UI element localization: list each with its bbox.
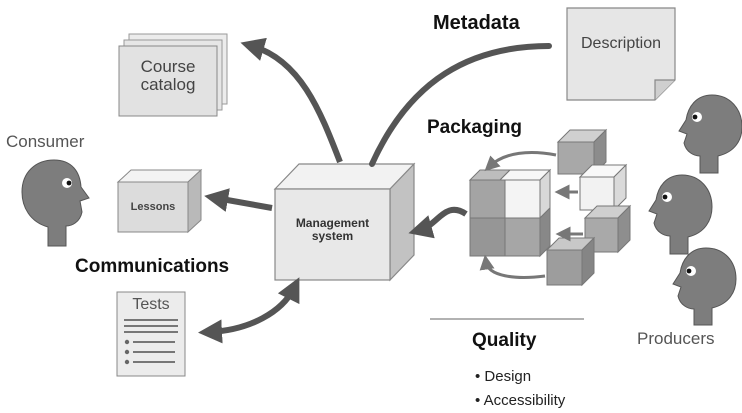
component-arrow (484, 151, 557, 172)
quality-item-design: • Design (475, 368, 532, 385)
metadata-arrow (369, 43, 552, 167)
description-document (566, 7, 676, 101)
management-system-box (273, 162, 416, 282)
lessons-box (116, 168, 203, 234)
communications-label: Communications (75, 256, 230, 277)
producer-head-icon (678, 94, 742, 174)
course-catalog-label: Course catalog (140, 57, 196, 94)
tests-label: Tests (132, 296, 170, 313)
consumer-label: Consumer (6, 132, 85, 151)
management-system-label: Management system (295, 216, 370, 243)
quality-item-accessibility: • Accessibility (475, 392, 566, 409)
component-cube (545, 236, 596, 287)
metadata-label: Metadata (433, 12, 520, 34)
consumer-head-icon (21, 159, 90, 247)
lessons-arrow (204, 188, 273, 212)
lessons-label: Lessons (130, 201, 176, 213)
quality-label: Quality (472, 330, 537, 351)
packaging-label: Packaging (427, 117, 523, 138)
component-cube (578, 163, 628, 212)
course-catalog-stack (118, 33, 228, 117)
packaging-arrow (408, 206, 468, 239)
component-cube (583, 204, 632, 254)
course-catalog-arrow (240, 37, 343, 164)
description-label: Description (580, 35, 662, 52)
producer-head-icon (672, 247, 737, 326)
producers-label: Producers (637, 329, 715, 348)
assembled-package-cube (468, 168, 552, 258)
component-arrow (479, 254, 546, 279)
tests-document (116, 291, 186, 377)
producer-head-icon (648, 174, 713, 255)
tests-arrow (198, 277, 300, 344)
